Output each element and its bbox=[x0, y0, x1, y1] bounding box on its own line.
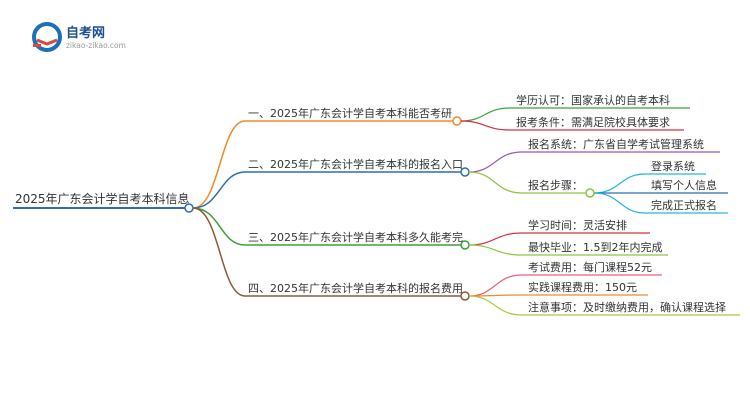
branch-3[interactable]: 三、2025年广东会计学自考本科多久能考完 bbox=[245, 230, 470, 250]
edge-3-2 bbox=[468, 244, 523, 256]
edge-branch-1 bbox=[192, 120, 246, 209]
edge-4-1 bbox=[468, 274, 523, 297]
logo-ring-icon bbox=[32, 22, 62, 52]
branch-1[interactable]: 一、2025年广东会计学自考本科能否考研 bbox=[245, 106, 462, 126]
branch-4-connector bbox=[460, 291, 470, 301]
root-label: 2025年广东会计学自考本科信息 bbox=[15, 191, 190, 206]
site-url: zikao-zikao.com bbox=[66, 41, 126, 50]
leaf-2-2-1-label: 登录系统 bbox=[651, 159, 695, 173]
edge-2-2 bbox=[468, 171, 523, 194]
leaf-2-2-2[interactable]: 填写个人信息 bbox=[645, 178, 728, 194]
branch-2-connector bbox=[460, 167, 470, 177]
leaf-3-2-label: 最快毕业：1.5到2年内完成 bbox=[528, 240, 663, 254]
branch-2[interactable]: 二、2025年广东会计学自考本科的报名入口 bbox=[245, 157, 470, 177]
edge-1-2 bbox=[460, 120, 511, 131]
edge-branch-3 bbox=[192, 207, 246, 246]
leaf-2-1[interactable]: 报名系统：广东省自学考试管理系统 bbox=[522, 137, 720, 153]
leaf-1-2[interactable]: 报考条件：需满足院校具体要求 bbox=[510, 115, 684, 131]
branch-2-label: 二、2025年广东会计学自考本科的报名入口 bbox=[248, 157, 463, 171]
branch-4-label: 四、2025年广东会计学自考本科的报名费用 bbox=[248, 281, 463, 295]
leaf-2-2-3-label: 完成正式报名 bbox=[651, 198, 717, 212]
edge-2-2-1 bbox=[593, 173, 646, 194]
leaf-2-2-3[interactable]: 完成正式报名 bbox=[645, 198, 728, 214]
root-node[interactable]: 2025年广东会计学自考本科信息 bbox=[13, 191, 194, 213]
leaf-3-2[interactable]: 最快毕业：1.5到2年内完成 bbox=[522, 240, 668, 256]
leaf-1-1-label: 学历认可：国家承认的自考本科 bbox=[516, 93, 670, 107]
edge-2-2-3 bbox=[593, 192, 646, 214]
branch-3-connector bbox=[460, 240, 470, 250]
leaf-1-2-label: 报考条件：需满足院校具体要求 bbox=[516, 115, 670, 129]
branch-4[interactable]: 四、2025年广东会计学自考本科的报名费用 bbox=[245, 281, 470, 301]
edge-3-1 bbox=[468, 232, 523, 246]
root-connector bbox=[184, 203, 194, 213]
leaf-2-2-1[interactable]: 登录系统 bbox=[645, 159, 706, 175]
edge-1-1 bbox=[460, 107, 511, 122]
site-logo[interactable] bbox=[32, 22, 62, 52]
leaf-4-3[interactable]: 注意事项：及时缴纳费用，确认课程选择 bbox=[522, 300, 740, 316]
leaf-3-1[interactable]: 学习时间：灵活安排 bbox=[522, 218, 650, 234]
leaf-3-1-label: 学习时间：灵活安排 bbox=[528, 218, 627, 232]
leaf-2-2-2-label: 填写个人信息 bbox=[651, 178, 717, 192]
leaf-2-1-label: 报名系统：广东省自学考试管理系统 bbox=[528, 137, 704, 151]
edge-branch-4 bbox=[192, 207, 246, 297]
edge-4-3 bbox=[468, 295, 523, 316]
leaf-1-1[interactable]: 学历认可：国家承认的自考本科 bbox=[510, 93, 690, 109]
logo-mark-icon bbox=[36, 38, 58, 46]
leaf-4-1[interactable]: 考试费用：每门课程52元 bbox=[522, 260, 662, 276]
sub-branch-2-2-connector bbox=[585, 188, 595, 198]
edge-2-1 bbox=[468, 151, 523, 173]
logo-base-icon bbox=[33, 44, 41, 47]
branch-3-label: 三、2025年广东会计学自考本科多久能考完 bbox=[248, 230, 463, 244]
leaf-4-2-label: 实践课程费用：150元 bbox=[528, 280, 637, 294]
branch-1-label: 一、2025年广东会计学自考本科能否考研 bbox=[248, 106, 452, 120]
leaf-4-3-label: 注意事项：及时缴纳费用，确认课程选择 bbox=[528, 300, 726, 314]
leaf-4-2[interactable]: 实践课程费用：150元 bbox=[522, 280, 648, 296]
sub-branch-2-2[interactable]: 报名步骤： bbox=[522, 178, 595, 198]
sub-branch-2-2-label: 报名步骤： bbox=[528, 178, 583, 192]
edge-branch-2 bbox=[192, 171, 246, 209]
branch-1-connector bbox=[452, 116, 462, 126]
leaf-4-1-label: 考试费用：每门课程52元 bbox=[528, 260, 652, 274]
site-name: 自考网 bbox=[66, 25, 105, 41]
